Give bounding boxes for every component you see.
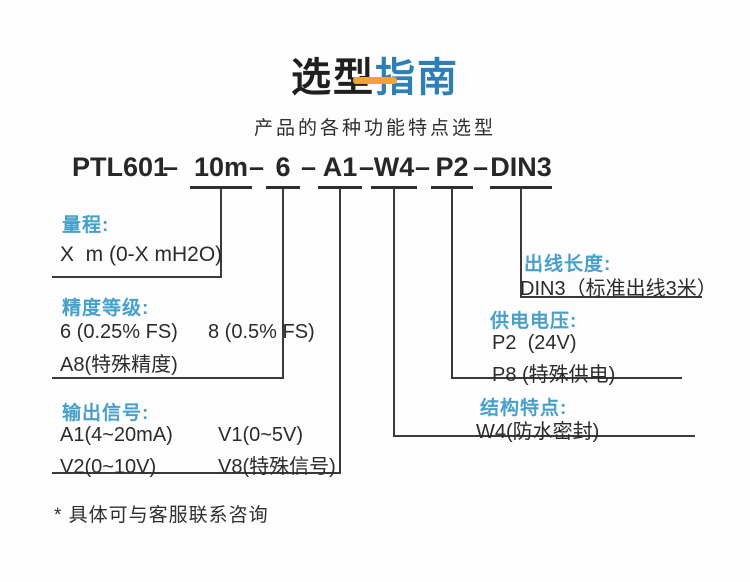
page-title: 选型指南 bbox=[0, 45, 750, 103]
title-underline-bar bbox=[353, 77, 397, 84]
connector-line-output-vertical bbox=[339, 188, 341, 474]
section-range-value: X m (0-X mH2O) bbox=[60, 243, 223, 266]
structure-option-w4: W4(防水密封) bbox=[476, 421, 600, 443]
connector-line-range-vertical bbox=[220, 188, 222, 278]
footer-note: * 具体可与客服联系咨询 bbox=[54, 505, 269, 526]
section-output-label: 输出信号: bbox=[62, 403, 150, 424]
section-accuracy-label: 精度等级: bbox=[62, 298, 150, 319]
model-code-prefix: PTL601 bbox=[72, 152, 169, 182]
section-accuracy-row1: 6 (0.25% FS) 8 (0.5% FS) bbox=[60, 321, 315, 344]
section-output-row2: V2(0~10V) V8(特殊信号) bbox=[60, 450, 336, 479]
page-subtitle: 产品的各种功能特点选型 bbox=[253, 118, 496, 139]
power-option-p8: P8 (特殊供电) bbox=[492, 364, 616, 386]
section-power-label: 供电电压: bbox=[490, 311, 578, 332]
section-structure-label: 结构特点: bbox=[480, 398, 568, 419]
section-range-label: 量程: bbox=[62, 215, 110, 236]
connector-line-accuracy-horizontal bbox=[52, 377, 284, 379]
output-option-v8: V8(特殊信号) bbox=[218, 456, 336, 478]
model-code-segment-power: P2 bbox=[431, 150, 473, 189]
model-code-segment-accuracy: 6 bbox=[266, 150, 300, 189]
section-cable-label: 出线长度: bbox=[524, 254, 612, 275]
power-option-p2: P2 (24V) bbox=[492, 332, 577, 354]
model-code-segment-output: A1 bbox=[318, 150, 362, 189]
model-code-separator: – bbox=[473, 152, 489, 182]
output-option-v1: V1(0~5V) bbox=[218, 424, 304, 446]
connector-line-range-horizontal bbox=[52, 276, 222, 278]
connector-line-cable-horizontal bbox=[520, 296, 702, 298]
connector-line-power-horizontal bbox=[451, 377, 682, 379]
connector-line-structure-vertical bbox=[393, 188, 395, 437]
accuracy-option-a8: A8(特殊精度) bbox=[60, 354, 178, 376]
accuracy-option-6: 6 (0.25% FS) bbox=[60, 321, 178, 343]
model-code-segment-range: 10m bbox=[190, 150, 252, 189]
output-option-a1: A1(4~20mA) bbox=[60, 424, 173, 446]
model-code-separator: – bbox=[359, 152, 375, 182]
connector-line-cable-vertical bbox=[520, 188, 522, 298]
model-code-segment-cable: DIN3 bbox=[490, 150, 552, 189]
model-code-separator: – bbox=[163, 152, 179, 182]
model-code-separator: – bbox=[301, 152, 317, 182]
connector-line-output-horizontal bbox=[52, 472, 341, 474]
cable-option-din3: DIN3（标准出线3米） bbox=[520, 278, 717, 300]
output-option-v2: V2(0~10V) bbox=[60, 456, 157, 478]
accuracy-option-8: 8 (0.5% FS) bbox=[208, 321, 315, 343]
connector-line-power-vertical bbox=[451, 188, 453, 379]
model-code-separator: – bbox=[415, 152, 431, 182]
connector-line-accuracy-vertical bbox=[282, 188, 284, 379]
model-code-segment-structure: W4 bbox=[371, 150, 417, 189]
model-code-separator: – bbox=[249, 152, 265, 182]
section-output-row1: A1(4~20mA) V1(0~5V) bbox=[60, 424, 303, 447]
connector-line-structure-horizontal bbox=[393, 435, 695, 437]
